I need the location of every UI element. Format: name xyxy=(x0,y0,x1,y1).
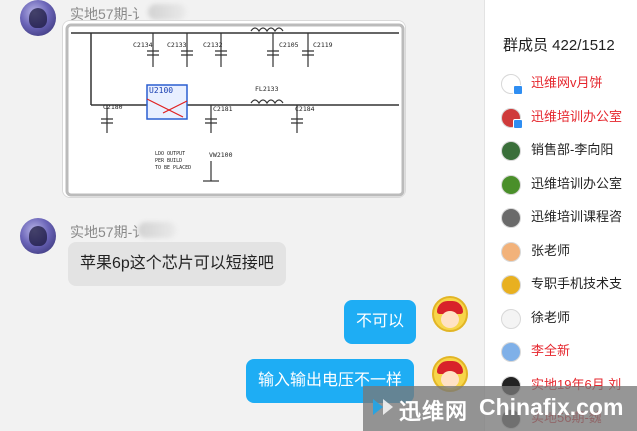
member-avatar xyxy=(501,275,521,295)
member-name: 迅维培训办公室 xyxy=(531,108,623,124)
sender-avatar[interactable] xyxy=(20,0,56,36)
mobile-badge-icon xyxy=(513,85,523,95)
message-bubble-self[interactable]: 不可以 xyxy=(344,300,417,344)
schematic-drawing: C2134 C2133 C2132 C2105 C2119 FL2133 C21… xyxy=(63,21,405,197)
member-name: 迅维网v月饼 xyxy=(531,75,603,90)
member-name: 专职手机技术支 xyxy=(531,276,623,291)
svg-text:C2181: C2181 xyxy=(213,105,233,113)
sender-name: 实地57期-讠 xyxy=(70,6,147,22)
sender-name-blur xyxy=(138,222,176,238)
member-item[interactable]: 迅维培训办公室 xyxy=(501,173,637,195)
member-name: 迅维培训办公室 xyxy=(531,175,623,191)
svg-text:C2180: C2180 xyxy=(103,103,123,111)
member-avatar xyxy=(501,308,521,329)
schematic-image[interactable]: C2134 C2133 C2132 C2105 C2119 FL2133 C21… xyxy=(62,20,406,198)
svg-text:VW2100: VW2100 xyxy=(209,151,233,159)
message-bubble[interactable]: 苹果6p这个芯片可以短接吧 xyxy=(68,242,286,286)
member-item[interactable]: 李全新 xyxy=(501,340,637,362)
svg-text:C2119: C2119 xyxy=(313,41,333,49)
watermark: 迅维网 Chinafix.com xyxy=(363,386,637,431)
watermark-cn: 迅维网 xyxy=(399,399,469,424)
svg-text:LDO OUTPUT: LDO OUTPUT xyxy=(155,151,185,157)
member-item[interactable]: 迅维培训办公室 xyxy=(501,106,637,129)
member-item[interactable]: 销售部-李向阳 xyxy=(501,139,637,161)
sender-avatar[interactable] xyxy=(20,218,56,254)
member-name: 徐老师 xyxy=(531,309,571,325)
svg-text:PER BUILD: PER BUILD xyxy=(155,158,182,164)
svg-text:FL2133: FL2133 xyxy=(255,85,279,93)
member-avatar xyxy=(501,342,521,362)
member-name: 张老师 xyxy=(531,242,571,258)
member-avatar xyxy=(501,208,521,228)
svg-text:C2132: C2132 xyxy=(203,41,223,49)
mobile-badge-icon xyxy=(513,118,523,129)
member-item[interactable]: 专职手机技术支 xyxy=(501,273,637,295)
svg-text:C2184: C2184 xyxy=(295,105,315,113)
member-item[interactable]: 迅维培训课程咨 xyxy=(501,206,637,228)
member-avatar xyxy=(501,174,521,195)
member-item[interactable]: 迅维网v月饼 xyxy=(501,72,637,95)
member-item[interactable]: 张老师 xyxy=(501,240,637,262)
member-name: 迅维培训课程咨 xyxy=(531,209,623,224)
chat-area: 实地57期-讠 xyxy=(20,0,468,403)
svg-text:C2133: C2133 xyxy=(167,41,187,49)
member-item[interactable]: 徐老师 xyxy=(501,307,637,329)
sender-name-blur xyxy=(148,4,186,20)
ic-label: U2100 xyxy=(149,86,173,95)
member-avatar xyxy=(501,241,521,262)
svg-text:TO BE PLACED: TO BE PLACED xyxy=(155,165,191,171)
member-name: 李全新 xyxy=(531,343,571,358)
member-count-title: 群成员 422/1512 xyxy=(503,37,615,54)
watermark-en: Chinafix.com xyxy=(479,394,624,420)
self-avatar[interactable] xyxy=(432,296,468,332)
chinafix-logo-icon xyxy=(373,399,393,415)
member-panel: 群成员 422/1512 迅维网v月饼迅维培训办公室销售部-李向阳迅维培训办公室… xyxy=(484,0,637,431)
svg-text:C2105: C2105 xyxy=(279,41,299,49)
comp-label: C2134 xyxy=(133,41,153,49)
member-avatar xyxy=(501,141,521,161)
member-name: 销售部-李向阳 xyxy=(531,142,614,157)
sender-name: 实地57期-讠 xyxy=(70,224,147,240)
